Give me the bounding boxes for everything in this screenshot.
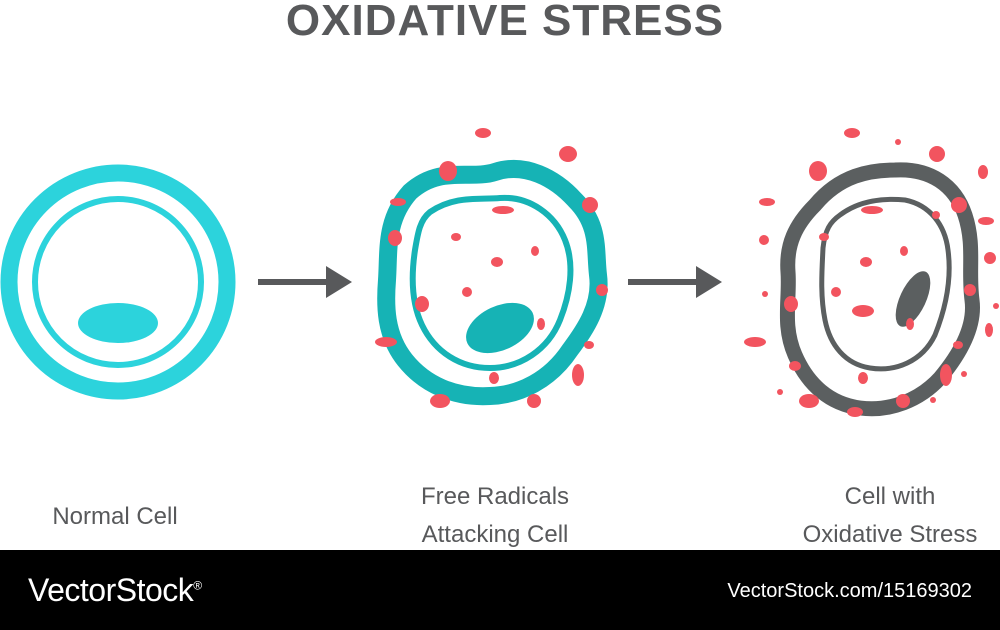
arrow-1 bbox=[258, 266, 352, 298]
arrow-2 bbox=[628, 266, 722, 298]
attacked-cell-nucleus bbox=[466, 302, 534, 354]
watermark-footer: VectorStock® VectorStock.com/15169302 bbox=[0, 550, 1000, 630]
free-radical-dot bbox=[932, 211, 940, 219]
free-radical-dot bbox=[762, 291, 768, 297]
stressed-cell-inner-membrane bbox=[819, 196, 952, 372]
free-radical-dot bbox=[375, 337, 397, 347]
free-radical-dot bbox=[964, 284, 976, 296]
free-radical-dot bbox=[584, 341, 594, 349]
footer-url: VectorStock.com/15169302 bbox=[727, 580, 972, 602]
free-radical-dot bbox=[390, 198, 406, 206]
free-radical-dot bbox=[489, 372, 499, 384]
free-radical-dot bbox=[759, 198, 775, 206]
free-radical-dot bbox=[430, 394, 450, 408]
free-radical-dot bbox=[978, 217, 994, 225]
stressed-cell-nucleus bbox=[895, 271, 931, 327]
free-radical-dot bbox=[491, 257, 503, 267]
free-radical-dot bbox=[531, 246, 539, 256]
attacking-cell-label-line-1: Free Radicals bbox=[420, 483, 570, 510]
free-radical-dot bbox=[596, 284, 608, 296]
attacked-cell bbox=[377, 159, 608, 406]
normal-cell bbox=[0, 164, 236, 400]
free-radical-dot bbox=[940, 364, 952, 386]
free-radical-dot bbox=[852, 305, 874, 317]
free-radical-dot bbox=[789, 361, 801, 371]
free-radical-dot bbox=[527, 394, 541, 408]
free-radical-dot bbox=[861, 206, 883, 214]
free-radical-dot bbox=[388, 230, 402, 246]
free-radical-dot bbox=[537, 318, 545, 330]
free-radical-dot bbox=[860, 257, 872, 267]
free-radical-dot bbox=[439, 161, 457, 181]
free-radical-dot bbox=[799, 394, 819, 408]
free-radical-dot bbox=[844, 128, 860, 138]
cell-diagram bbox=[0, 128, 999, 417]
free-radical-dot bbox=[984, 252, 996, 264]
free-radical-dot bbox=[896, 394, 910, 408]
normal-cell-label: Normal Cell bbox=[0, 498, 230, 536]
free-radical-dot bbox=[895, 139, 901, 145]
stressed-cell-label-line-1: Cell with bbox=[844, 483, 936, 510]
brand-name: VectorStock bbox=[28, 572, 194, 608]
free-radical-dot bbox=[961, 371, 967, 377]
stressed-cell-label-line-2: Oxidative Stress bbox=[802, 521, 978, 548]
free-radical-dot bbox=[475, 128, 491, 138]
free-radical-dot bbox=[978, 165, 988, 179]
attacking-cell-label: Free Radicals Attacking Cell bbox=[375, 478, 615, 554]
free-radical-dot bbox=[415, 296, 429, 312]
free-radical-dot bbox=[492, 206, 514, 214]
free-radical-dot bbox=[784, 296, 798, 312]
free-radical-dot bbox=[858, 372, 868, 384]
free-radical-dot bbox=[462, 287, 472, 297]
brand-mark: ® bbox=[193, 578, 202, 593]
free-radical-dot bbox=[582, 197, 598, 213]
free-radical-dot bbox=[744, 337, 766, 347]
brand-logo: VectorStock® bbox=[28, 572, 202, 609]
free-radical-dot bbox=[847, 407, 863, 417]
free-radical-dot bbox=[759, 235, 769, 245]
free-radicals bbox=[375, 128, 999, 417]
free-radical-dot bbox=[900, 246, 908, 256]
free-radical-dot bbox=[929, 146, 945, 162]
free-radical-dot bbox=[953, 341, 963, 349]
free-radical-dot bbox=[985, 323, 993, 337]
free-radical-dot bbox=[559, 146, 577, 162]
attacked-cell-outer-membrane bbox=[377, 159, 608, 406]
free-radical-dot bbox=[951, 197, 967, 213]
free-radical-dot bbox=[993, 303, 999, 309]
free-radical-dot bbox=[831, 287, 841, 297]
normal-cell-label-line-1: Normal Cell bbox=[52, 503, 178, 530]
free-radical-dot bbox=[451, 233, 461, 241]
normal-cell-nucleus bbox=[78, 303, 158, 343]
stressed-cell-label: Cell with Oxidative Stress bbox=[780, 478, 1000, 554]
free-radical-dot bbox=[572, 364, 584, 386]
normal-cell-inner-membrane bbox=[32, 196, 204, 368]
free-radical-dot bbox=[777, 389, 783, 395]
free-radical-dot bbox=[819, 233, 829, 241]
diagram-title: OXIDATIVE STRESS bbox=[285, 0, 725, 45]
attacked-cell-inner-membrane bbox=[409, 194, 574, 372]
normal-cell-outer-membrane bbox=[0, 164, 236, 400]
free-radical-dot bbox=[930, 397, 936, 403]
free-radical-dot bbox=[906, 318, 914, 330]
free-radical-dot bbox=[809, 161, 827, 181]
attacking-cell-label-line-2: Attacking Cell bbox=[421, 521, 569, 548]
